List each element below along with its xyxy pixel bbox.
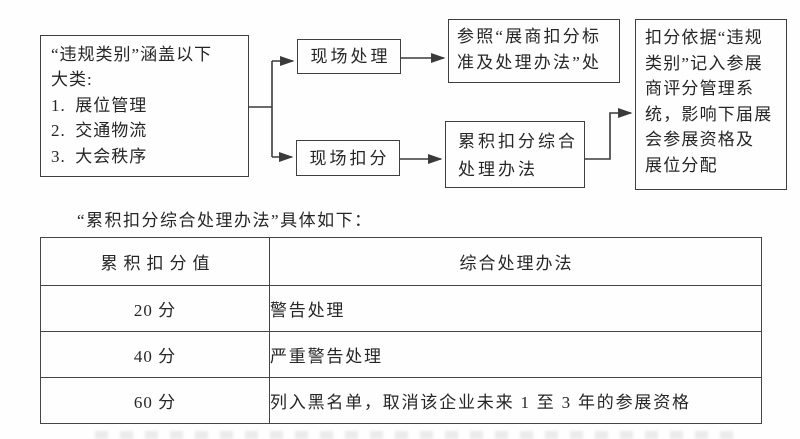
cell-action: 警告处理 (269, 285, 762, 332)
reference-standard-box: 参照“展商扣分标 准及处理办法”处 (448, 19, 620, 83)
table-row: 60 分 列入黑名单，取消该企业未来 1 至 3 年的参展资格 (40, 377, 762, 424)
table-row: 40 分 严重警告处理 (40, 331, 762, 378)
cell-score: 20 分 (40, 285, 270, 332)
cell-score: 60 分 (40, 377, 270, 424)
header-cell-action: 综合处理办法 (269, 237, 762, 286)
scoring-system-result-box: 扣分依据“违规 类别”记入参展 商评分管理系 统，影响下届展 会参展资格及 展位… (635, 19, 787, 190)
table-caption: “累积扣分综合处理办法”具体如下： (77, 211, 373, 230)
header-cell-score: 累积扣分值 (40, 237, 270, 286)
cell-score: 40 分 (40, 331, 270, 378)
violation-categories-box: “违规类别”涵盖以下 大类: 1. 展位管理 2. 交通物流 3. 大会秩序 (40, 35, 249, 177)
cropped-text-artifact (95, 431, 743, 439)
deduction-table: 累积扣分值 综合处理办法 20 分 警告处理 40 分 严重警告处理 60 分 … (40, 237, 762, 424)
arrow-elbow-to-result (585, 107, 633, 160)
cell-action: 列入黑名单，取消该企业未来 1 至 3 年的参展资格 (269, 377, 762, 424)
cumulative-deduction-box: 累积扣分综合 处理办法 (445, 121, 585, 188)
onsite-handling-box: 现场处理 (297, 39, 401, 74)
onsite-deduction-box: 现场扣分 (296, 140, 400, 176)
table-header-row: 累积扣分值 综合处理办法 (40, 237, 762, 286)
table-row: 20 分 警告处理 (40, 285, 762, 332)
cell-action: 严重警告处理 (269, 331, 762, 378)
